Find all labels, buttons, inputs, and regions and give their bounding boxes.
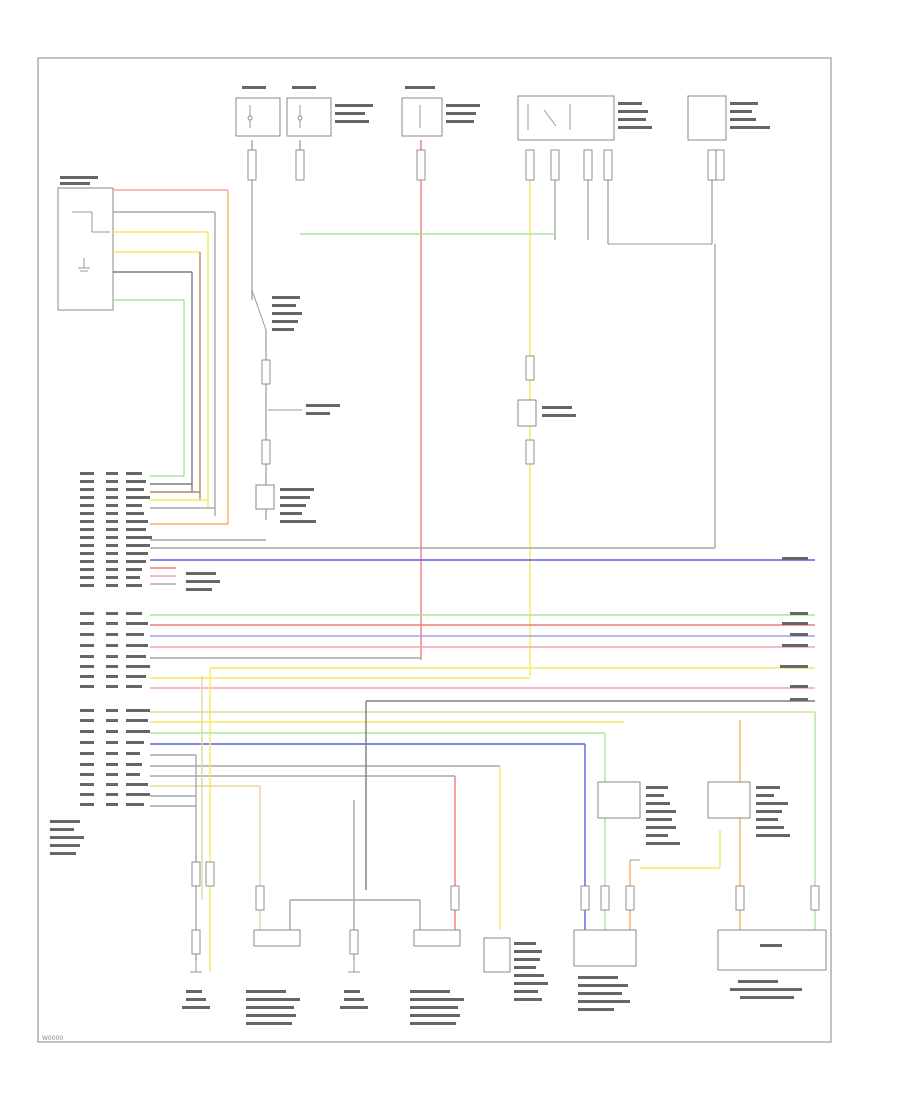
diagram-footer-id: W0000 <box>42 1035 63 1042</box>
bottom-component-3 <box>483 937 548 1001</box>
bottom-component-5 <box>717 929 827 999</box>
switch-icon <box>527 104 571 130</box>
top-switch-4 <box>517 95 652 141</box>
sensor-box-right <box>707 781 790 837</box>
left-connector-labels <box>80 472 152 587</box>
ground-symbol-icon <box>78 258 90 272</box>
sensor-box-left <box>597 781 680 845</box>
mid-switch-left <box>251 289 302 331</box>
left-bus-labels <box>80 612 150 806</box>
bottom-ground-left <box>182 960 210 1009</box>
bottom-component-1 <box>246 929 301 1025</box>
bottom-component-4 <box>573 929 637 1011</box>
top-right-component <box>687 95 770 141</box>
bottom-ground-mid <box>340 960 368 1009</box>
top-switch-1 <box>235 86 281 137</box>
top-switch-3 <box>401 86 480 137</box>
diagram-frame <box>37 57 832 1043</box>
bus-lines <box>150 614 815 807</box>
top-switch-2 <box>286 86 332 137</box>
connector-pin-icon <box>247 149 725 181</box>
top-left-component <box>57 176 114 311</box>
bottom-component-2 <box>410 929 464 1025</box>
